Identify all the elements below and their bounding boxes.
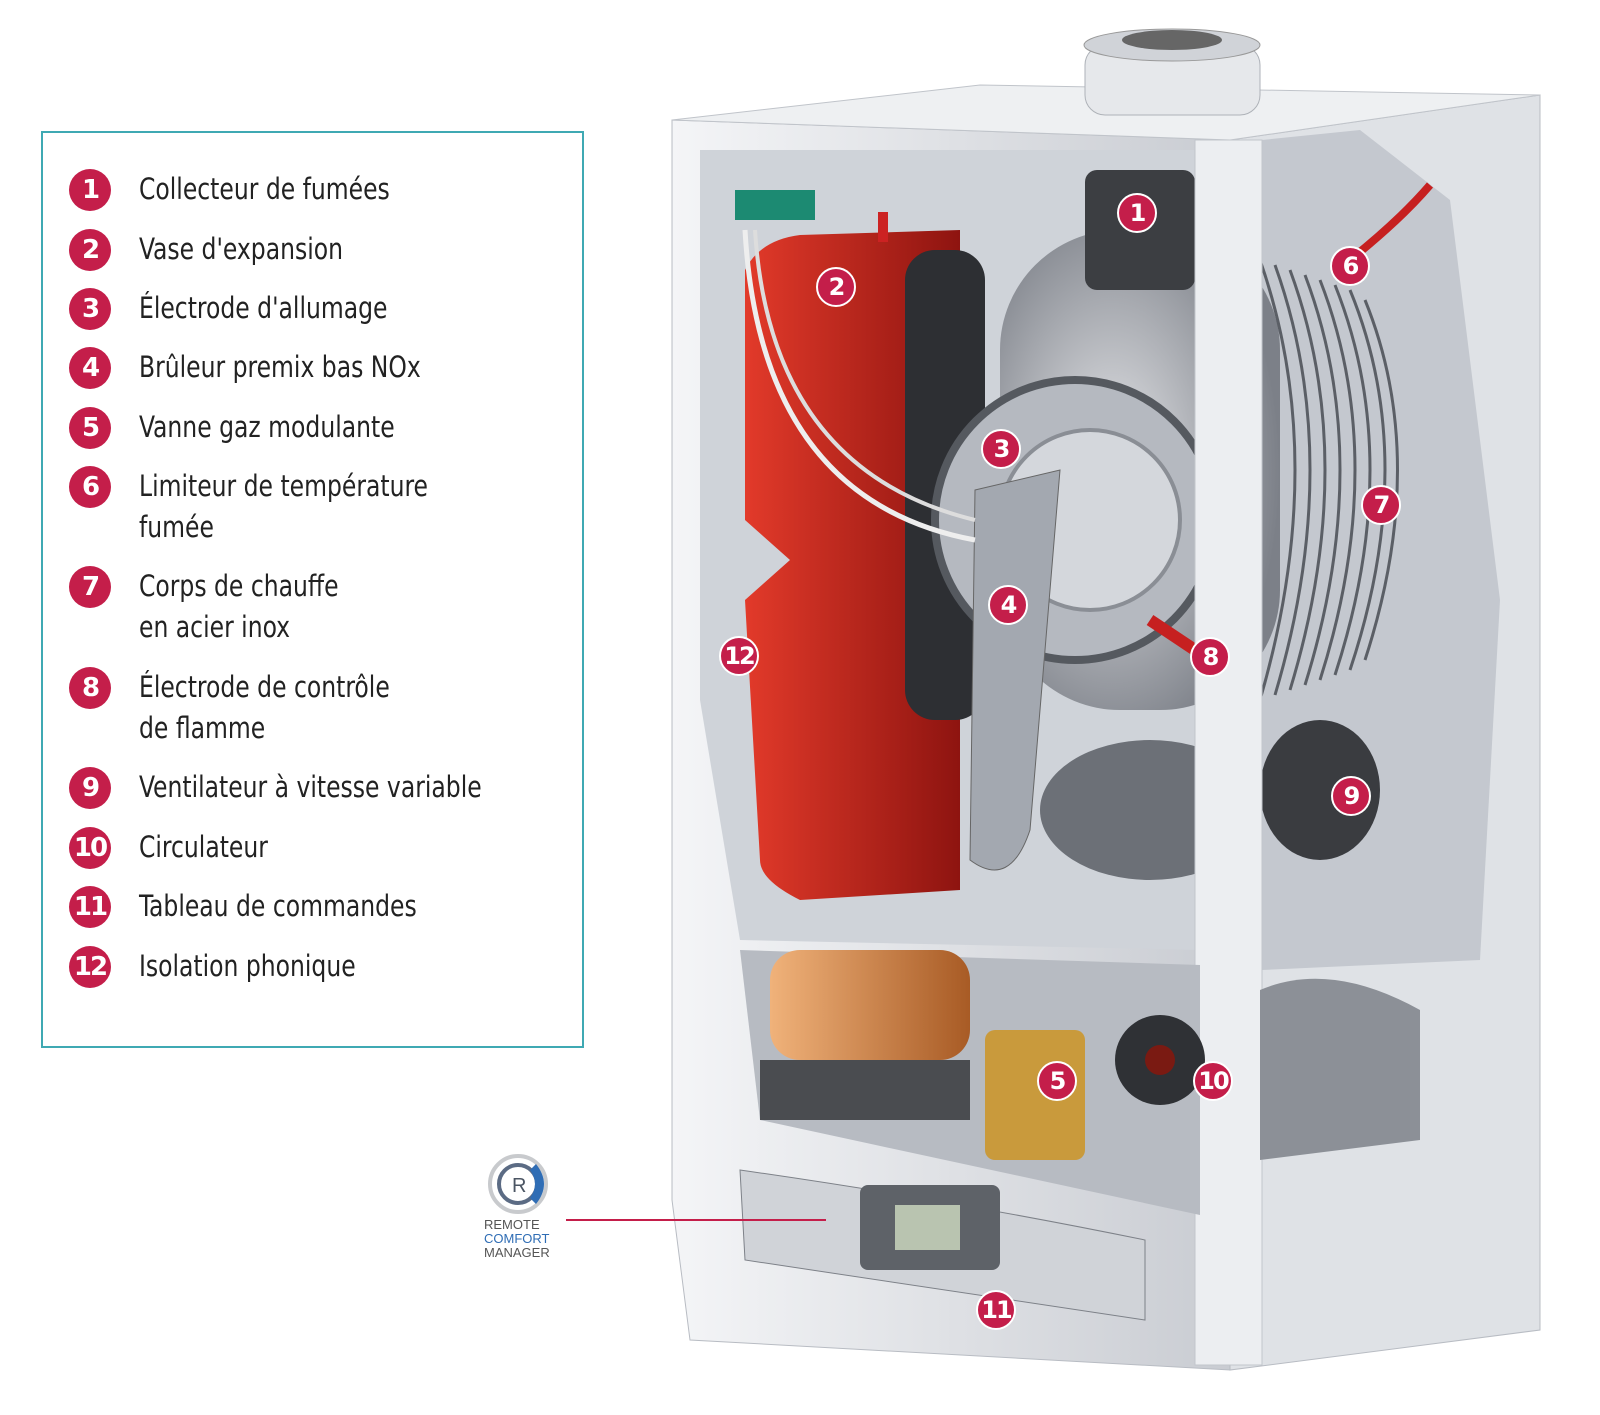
frame-post (1194, 139, 1263, 1366)
legend-label: Collecteur de fumées (139, 172, 390, 206)
marker-badge: 12 (69, 946, 111, 988)
legend-item: 12 Isolation phonique (69, 946, 380, 988)
legend-label: Ventilateur à vitesse variable (139, 770, 482, 804)
marker-4: 4 (988, 585, 1028, 625)
legend-label: Brûleur premix bas NOx (139, 350, 421, 384)
rcm-logo-icon: R (488, 1154, 548, 1214)
legend-item: 6 Limiteur de température fumée (69, 466, 460, 548)
legend-label: Corps de chauffe en acier inox (139, 569, 339, 644)
logo-text-manager: MANAGER (484, 1245, 550, 1260)
marker-11: 11 (976, 1290, 1016, 1330)
marker-7: 7 (1361, 485, 1401, 525)
marker-3: 3 (981, 429, 1021, 469)
svg-text:R: R (512, 1175, 526, 1197)
legend-item: 10 Circulateur (69, 827, 282, 869)
legend-item: 11 Tableau de commandes (69, 886, 448, 928)
marker-badge: 6 (69, 466, 111, 508)
logo-text-comfort: COMFORT (484, 1231, 550, 1246)
marker-badge: 11 (69, 886, 111, 928)
marker-badge: 7 (69, 566, 111, 608)
legend-item: 2 Vase d'expansion (69, 229, 366, 271)
legend-label: Isolation phonique (139, 949, 356, 983)
logo-pointer-line (566, 1219, 826, 1221)
legend-item: 1 Collecteur de fumées (69, 169, 418, 211)
marker-5: 5 (1037, 1061, 1077, 1101)
burner-manifold (969, 469, 1061, 871)
marker-badge: 1 (69, 169, 111, 211)
marker-2: 2 (816, 267, 856, 307)
legend-label: Circulateur (139, 830, 268, 864)
legend-item: 3 Électrode d'allumage (69, 288, 415, 330)
logo-text-remote: REMOTE (484, 1217, 540, 1232)
marker-badge: 9 (69, 767, 111, 809)
legend-item: 5 Vanne gaz modulante (69, 407, 423, 449)
remote-comfort-manager-logo: R REMOTE COMFORT MANAGER (484, 1152, 564, 1260)
legend-label: Vase d'expansion (139, 232, 344, 266)
legend-label: Limiteur de température fumée (139, 469, 429, 544)
marker-badge: 8 (69, 667, 111, 709)
legend-label: Vanne gaz modulante (139, 410, 395, 444)
legend-label: Électrode d'allumage (139, 291, 388, 325)
marker-badge: 10 (69, 827, 111, 869)
marker-6: 6 (1330, 246, 1370, 286)
marker-badge: 4 (69, 347, 111, 389)
legend-label: Tableau de commandes (139, 889, 417, 923)
marker-badge: 3 (69, 288, 111, 330)
marker-8: 8 (1190, 637, 1230, 677)
legend-item: 9 Ventilateur à vitesse variable (69, 767, 520, 809)
marker-badge: 2 (69, 229, 111, 271)
legend-label: Électrode de contrôle de flamme (139, 670, 390, 745)
legend-item: 4 Brûleur premix bas NOx (69, 347, 452, 389)
marker-12: 12 (719, 636, 759, 676)
marker-10: 10 (1193, 1061, 1233, 1101)
legend-item: 7 Corps de chauffe en acier inox (69, 566, 361, 648)
marker-badge: 5 (69, 407, 111, 449)
legend-item: 8 Électrode de contrôle de flamme (69, 667, 418, 749)
marker-1: 1 (1117, 193, 1157, 233)
marker-9: 9 (1331, 776, 1371, 816)
